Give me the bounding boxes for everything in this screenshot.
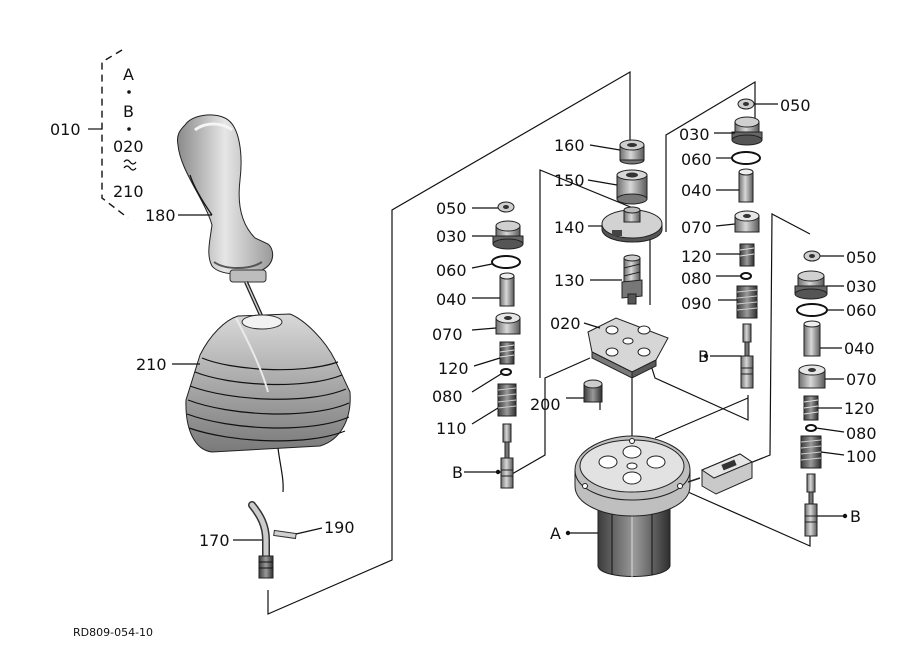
label-040-upper: 040: [681, 181, 712, 200]
clip-190: [273, 529, 297, 540]
label-130: 130: [554, 271, 585, 290]
label-070-left: 070: [432, 325, 463, 344]
label-ref-b-lower: B: [850, 507, 861, 526]
label-ref-b-upper: B: [698, 347, 709, 366]
group-item-b: B: [123, 102, 134, 121]
valve-body-a: [574, 435, 691, 578]
connector: [687, 453, 754, 495]
nut-150: [616, 169, 648, 205]
plate-140: [601, 206, 663, 243]
nut-160: [619, 139, 645, 165]
label-120-left: 120: [438, 359, 469, 378]
label-160: 160: [554, 136, 585, 155]
label-060-upper: 060: [681, 150, 712, 169]
rubber-boot-210: [185, 313, 351, 453]
label-010: 010: [50, 120, 81, 139]
left-valve-stack: [491, 201, 524, 489]
label-210: 210: [136, 355, 167, 374]
drawing-code: RD809-054-10: [73, 626, 153, 639]
harness-170: [248, 501, 274, 579]
label-080-upper: 080: [681, 269, 712, 288]
label-060-lower: 060: [846, 301, 877, 320]
label-030-lower: 030: [846, 277, 877, 296]
group-item-020: 020: [113, 137, 144, 156]
label-200: 200: [530, 395, 561, 414]
grip-handle-180: [177, 114, 274, 283]
label-ref-b-left: B: [452, 463, 463, 482]
label-090: 090: [681, 294, 712, 313]
label-060-left: 060: [436, 261, 467, 280]
label-100: 100: [846, 447, 877, 466]
label-150: 150: [554, 171, 585, 190]
label-080-left: 080: [432, 387, 463, 406]
group-bracket: 010 A B 020 210: [50, 49, 144, 219]
label-120-lower: 120: [844, 399, 875, 418]
plate-020: [587, 317, 669, 379]
label-ref-a: A: [550, 524, 561, 543]
label-040-left: 040: [436, 290, 467, 309]
joint-130: [621, 254, 643, 305]
label-050-left: 050: [436, 199, 467, 218]
plug-200: [583, 379, 603, 403]
label-070-upper: 070: [681, 218, 712, 237]
label-110: 110: [436, 419, 467, 438]
label-030-upper: 030: [679, 125, 710, 144]
label-050-upper: 050: [780, 96, 811, 115]
label-070-lower: 070: [846, 370, 877, 389]
group-item-210: 210: [113, 182, 144, 201]
label-120-upper: 120: [681, 247, 712, 266]
label-020: 020: [550, 314, 581, 333]
right-upper-valve-stack: [731, 98, 763, 389]
label-040-lower: 040: [844, 339, 875, 358]
label-170: 170: [199, 531, 230, 550]
label-030-left: 030: [436, 227, 467, 246]
label-190: 190: [324, 518, 355, 537]
right-lower-valve-stack: [794, 250, 828, 537]
label-080-lower: 080: [846, 424, 877, 443]
label-180: 180: [145, 206, 176, 225]
group-item-a: A: [123, 65, 134, 84]
label-140: 140: [554, 218, 585, 237]
label-050-lower: 050: [846, 248, 877, 267]
